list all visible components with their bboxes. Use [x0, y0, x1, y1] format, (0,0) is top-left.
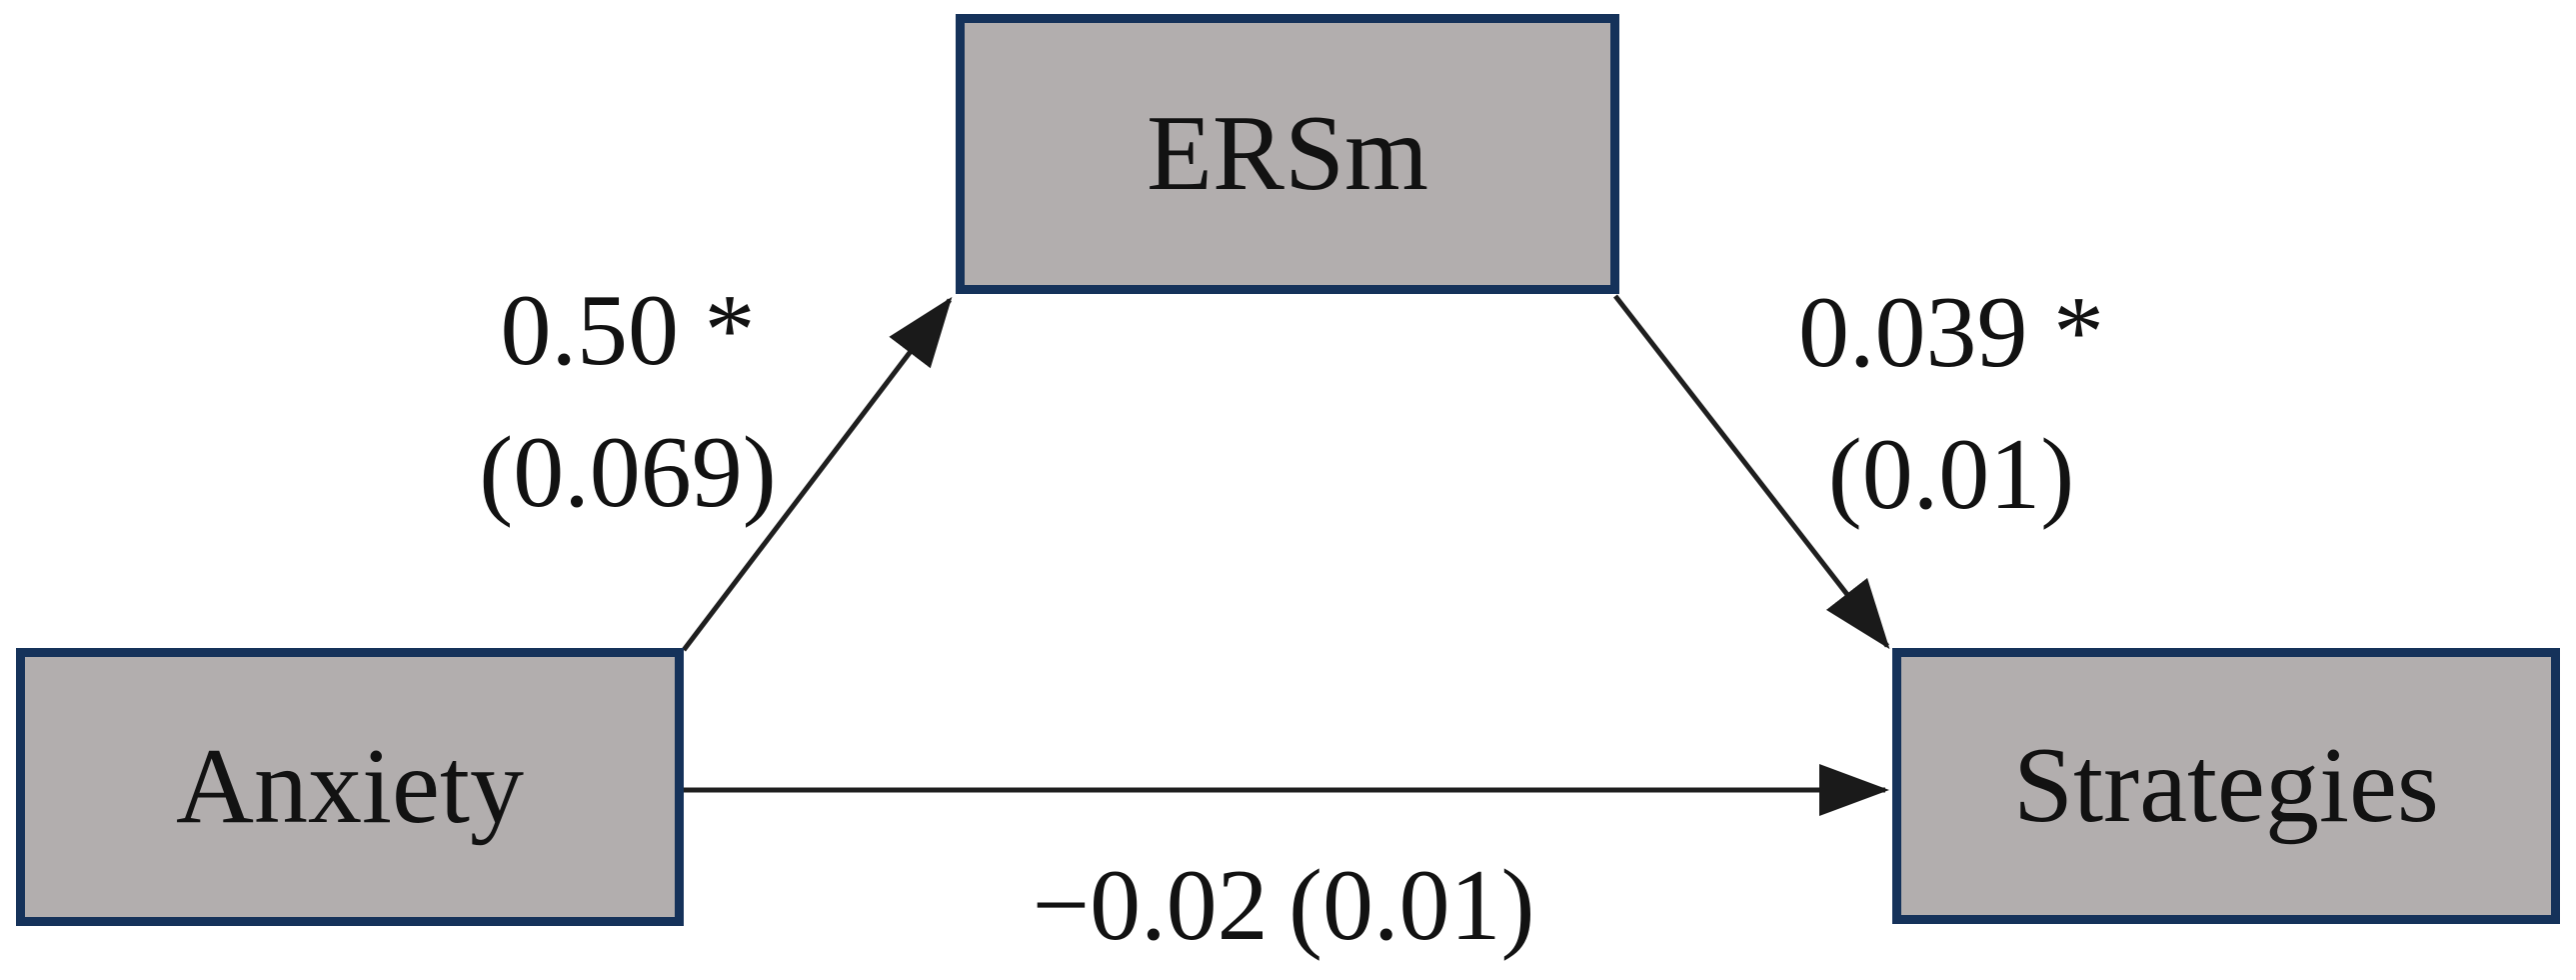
- path-c-standard-error: (0.01): [1288, 849, 1535, 962]
- node-label: Strategies: [2013, 726, 2439, 845]
- path-b-standard-error: (0.01): [1827, 418, 2075, 531]
- path-c-coefficient: −0.02: [1032, 849, 1269, 962]
- node-label: Anxiety: [176, 727, 524, 846]
- node-predictor-anxiety: Anxiety: [16, 648, 684, 926]
- node-mediator-ersm: ERSm: [956, 14, 1619, 294]
- path-b-label: 0.039 * (0.01): [1798, 262, 2104, 546]
- path-b-coefficient: 0.039 *: [1798, 276, 2104, 389]
- path-a-standard-error: (0.069): [479, 416, 777, 529]
- path-a-coefficient: 0.50 *: [500, 274, 756, 387]
- path-a-label: 0.50 * (0.069): [479, 260, 776, 544]
- node-outcome-strategies: Strategies: [1892, 648, 2560, 924]
- node-label: ERSm: [1146, 94, 1429, 213]
- path-c-label: −0.02(0.01): [1033, 855, 1535, 957]
